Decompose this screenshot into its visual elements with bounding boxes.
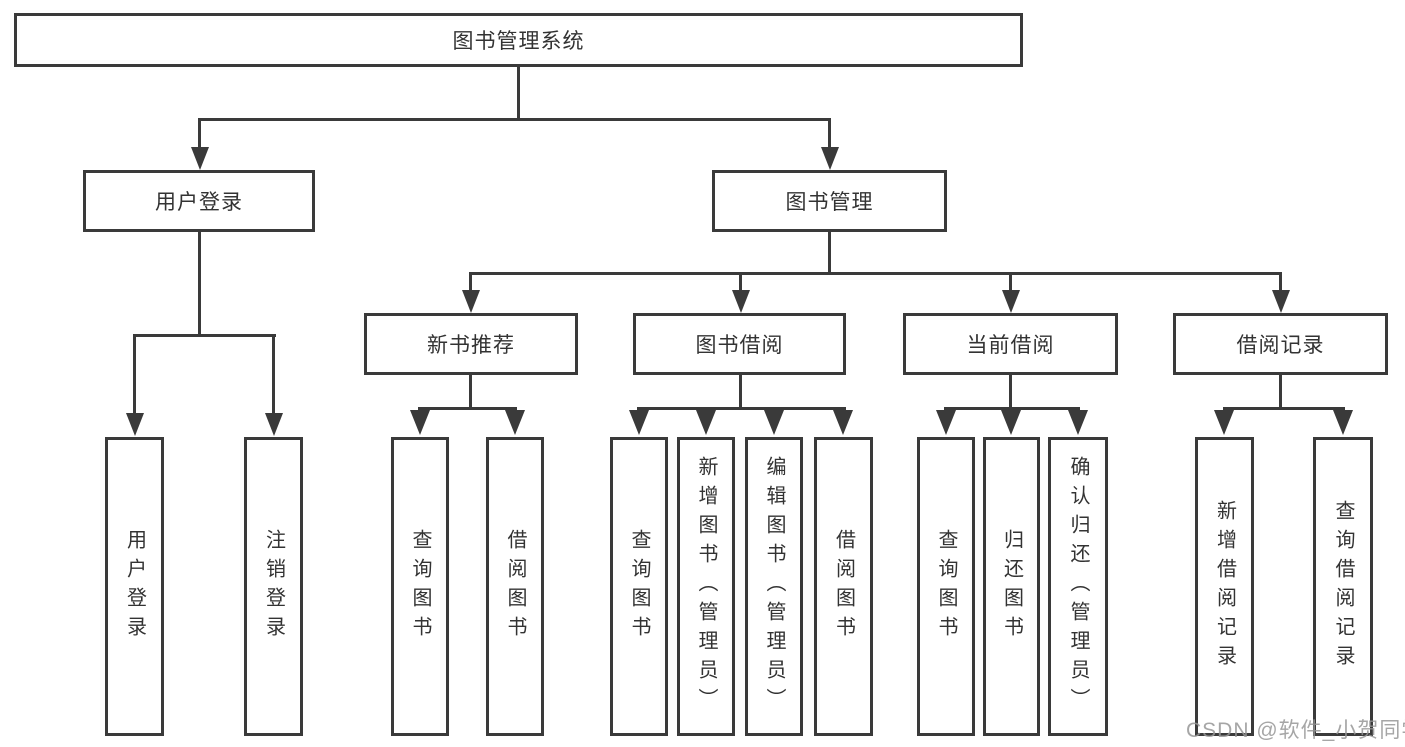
node-book-management: 图书管理 <box>712 170 947 232</box>
node-leaf-logout: 注销登录 <box>244 437 303 736</box>
node-new-book-recommend: 新书推荐 <box>364 313 578 375</box>
node-leaf-logout-label: 注销登录 <box>262 528 285 645</box>
connector-line <box>469 272 1282 275</box>
node-leaf-return-books-label: 归还图书 <box>1000 528 1023 645</box>
connector-line <box>828 232 831 275</box>
connector-line <box>133 334 276 337</box>
node-leaf-edit-books-admin: 编辑图书（管理员） <box>745 437 803 736</box>
connector-line <box>198 118 831 121</box>
node-leaf-confirm-return-admin: 确认归还（管理员） <box>1048 437 1108 736</box>
connector-line <box>272 334 275 416</box>
node-root-label: 图书管理系统 <box>452 30 585 53</box>
arrow-down-icon <box>936 410 956 435</box>
node-leaf-query-books-current-label: 查询图书 <box>935 528 957 645</box>
arrow-down-icon <box>1272 290 1290 313</box>
connector-line <box>133 334 136 416</box>
node-leaf-query-books-borrowing: 查询图书 <box>610 437 668 736</box>
arrow-down-icon <box>821 147 839 170</box>
arrow-down-icon <box>1002 290 1020 313</box>
connector-line <box>469 375 472 410</box>
node-new-book-recommend-label: 新书推荐 <box>427 334 515 357</box>
arrow-down-icon <box>764 410 784 435</box>
arrow-down-icon <box>696 410 716 435</box>
arrow-down-icon <box>265 413 283 436</box>
node-leaf-query-books-recommend: 查询图书 <box>391 437 449 736</box>
arrow-down-icon <box>191 147 209 170</box>
node-borrowing-records: 借阅记录 <box>1173 313 1388 375</box>
node-leaf-borrow-books-recommend: 借阅图书 <box>486 437 544 736</box>
node-leaf-query-books-current: 查询图书 <box>917 437 975 736</box>
node-leaf-return-books: 归还图书 <box>983 437 1040 736</box>
connector-line <box>469 272 472 292</box>
arrow-down-icon <box>410 410 430 435</box>
node-current-borrowing-label: 当前借阅 <box>966 334 1055 357</box>
connector-line <box>1009 272 1012 292</box>
node-user-login: 用户登录 <box>83 170 315 232</box>
node-root: 图书管理系统 <box>14 13 1023 67</box>
node-leaf-borrow-books-label: 借阅图书 <box>832 528 855 645</box>
node-leaf-query-books-recommend-label: 查询图书 <box>409 528 431 645</box>
connector-line <box>198 232 201 337</box>
node-leaf-query-borrow-record: 查询借阅记录 <box>1313 437 1373 736</box>
arrow-down-icon <box>1214 410 1234 435</box>
node-leaf-user-login: 用户登录 <box>105 437 164 736</box>
node-leaf-confirm-return-admin-label: 确认归还（管理员） <box>1067 456 1089 717</box>
node-leaf-borrow-books-recommend-label: 借阅图书 <box>504 528 526 645</box>
node-user-login-label: 用户登录 <box>155 191 243 214</box>
connector-line <box>739 272 742 292</box>
arrow-down-icon <box>629 410 649 435</box>
node-leaf-borrow-books: 借阅图书 <box>814 437 873 736</box>
node-current-borrowing: 当前借阅 <box>903 313 1118 375</box>
node-leaf-query-borrow-record-label: 查询借阅记录 <box>1332 499 1354 674</box>
arrow-down-icon <box>462 290 480 313</box>
connector-line <box>637 407 846 410</box>
arrow-down-icon <box>833 410 853 435</box>
connector-line <box>1223 407 1345 410</box>
node-leaf-user-login-label: 用户登录 <box>123 528 146 645</box>
connector-line <box>1279 272 1282 292</box>
node-book-management-label: 图书管理 <box>785 191 874 214</box>
arrow-down-icon <box>1333 410 1353 435</box>
node-book-borrowing: 图书借阅 <box>633 313 846 375</box>
arrow-down-icon <box>1068 410 1088 435</box>
connector-line <box>1009 375 1012 410</box>
node-borrowing-records-label: 借阅记录 <box>1236 334 1325 357</box>
connector-line <box>828 118 831 150</box>
connector-line <box>517 67 520 120</box>
connector-line <box>418 407 517 410</box>
arrow-down-icon <box>1001 410 1021 435</box>
node-leaf-add-books-admin: 新增图书（管理员） <box>677 437 735 736</box>
node-leaf-edit-books-admin-label: 编辑图书（管理员） <box>763 456 785 717</box>
node-leaf-query-books-borrowing-label: 查询图书 <box>628 528 650 645</box>
arrow-down-icon <box>732 290 750 313</box>
node-leaf-add-borrow-record: 新增借阅记录 <box>1195 437 1254 736</box>
node-leaf-add-borrow-record-label: 新增借阅记录 <box>1213 499 1236 674</box>
connector-line <box>1279 375 1282 410</box>
connector-line <box>198 118 201 150</box>
watermark-text: CSDN @软件_小贺同学 <box>1186 719 1405 742</box>
arrow-down-icon <box>505 410 525 435</box>
arrow-down-icon <box>126 413 144 436</box>
node-book-borrowing-label: 图书借阅 <box>695 334 784 357</box>
connector-line <box>944 407 1080 410</box>
node-leaf-add-books-admin-label: 新增图书（管理员） <box>695 456 717 717</box>
connector-line <box>739 375 742 410</box>
